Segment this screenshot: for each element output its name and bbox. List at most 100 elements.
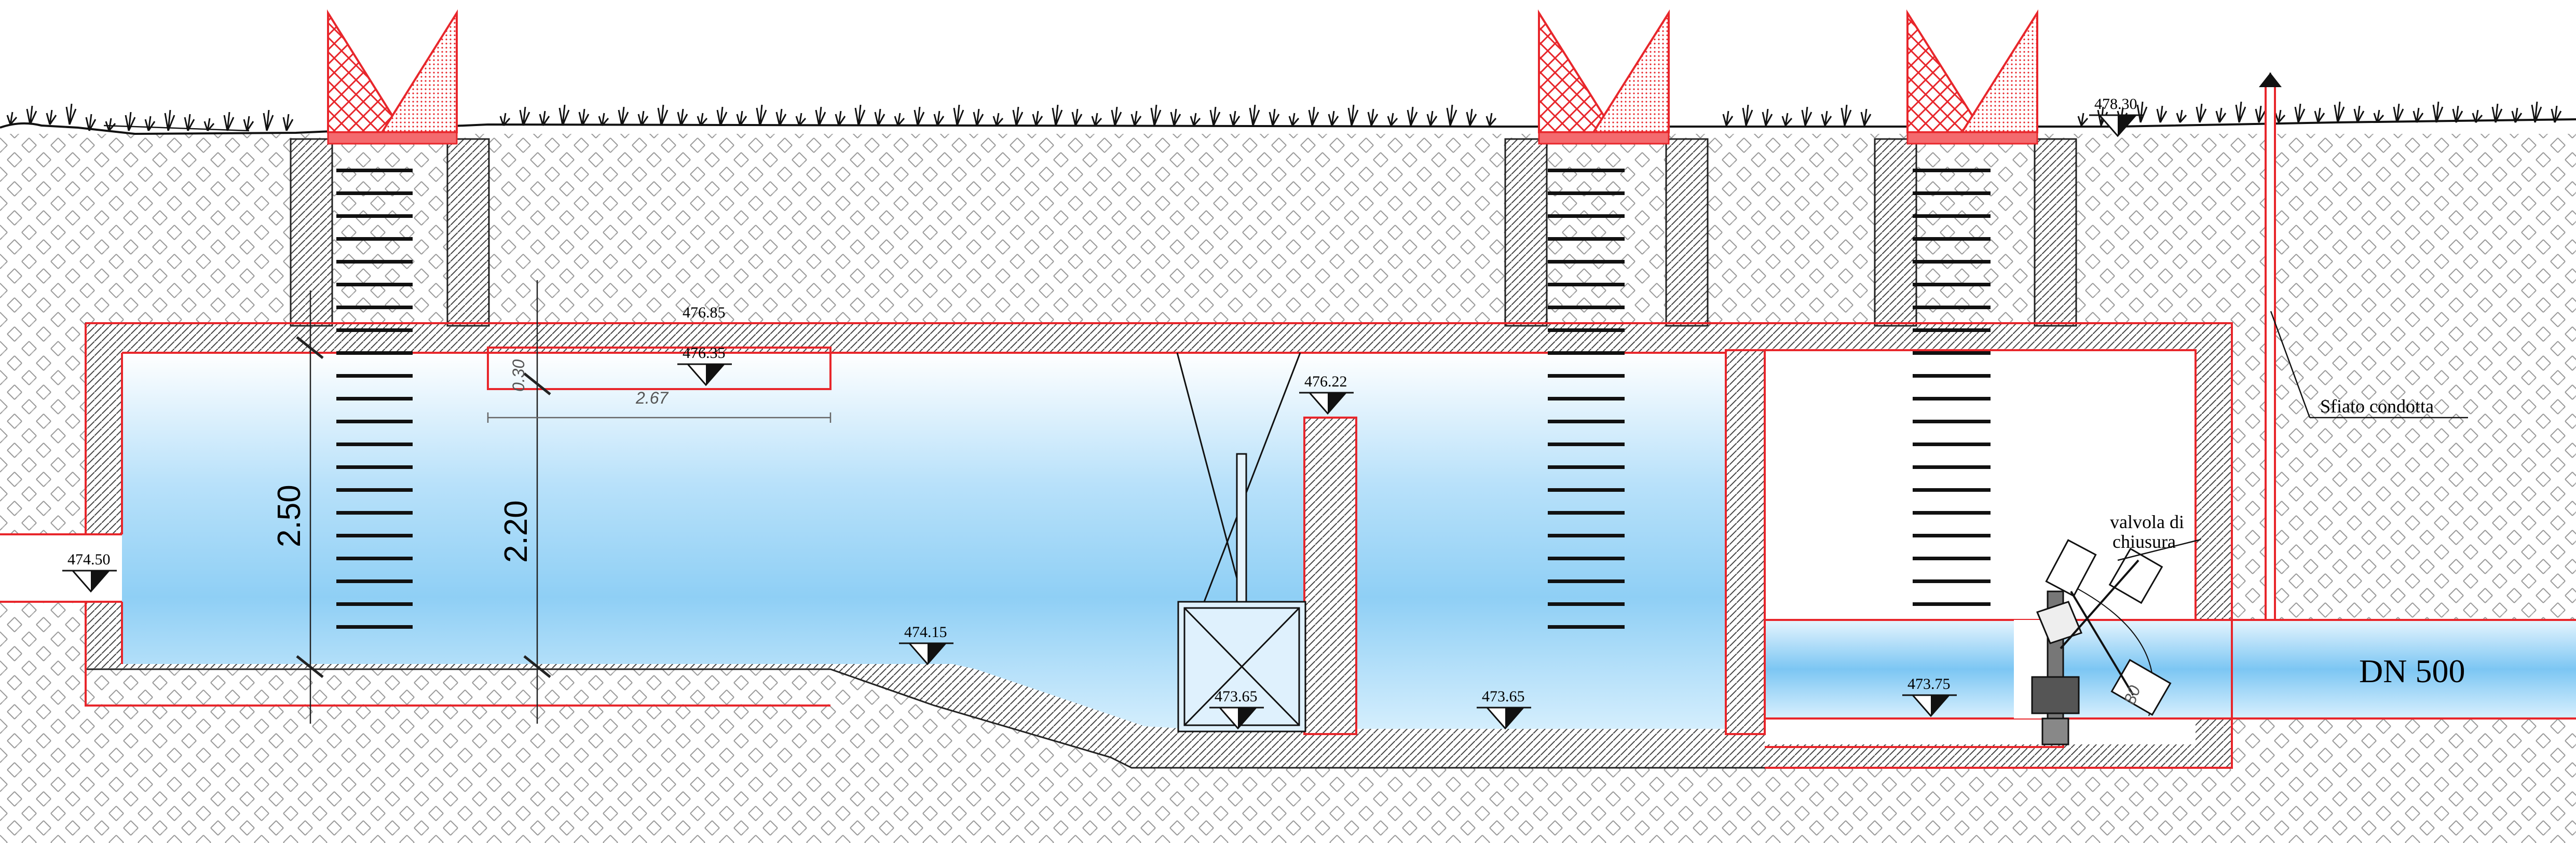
ladder-rung	[1548, 602, 1625, 606]
ladder-rung	[1913, 191, 1991, 195]
grass-tuft-icon	[1308, 106, 1319, 126]
grass-tuft-icon	[835, 110, 846, 126]
elev-sump-bottom: 473.65	[1215, 688, 1258, 705]
grass-tuft-icon	[1485, 113, 1497, 126]
grass-tuft-icon	[1742, 104, 1753, 126]
dim-length: 2.67	[635, 389, 669, 407]
ladder-rung	[1548, 169, 1625, 172]
triangle-elevation-icon	[1209, 707, 1264, 730]
ladder-rung	[1548, 306, 1625, 309]
ladder-rung	[336, 351, 413, 355]
grass-tuft-icon	[914, 106, 925, 126]
elev-inner-ceiling: 476.35	[683, 344, 726, 362]
grass-tuft-icon	[992, 113, 1004, 126]
grass-tuft-icon	[1170, 108, 1181, 126]
grass-tuft-icon	[144, 116, 156, 131]
ladder-rung	[1913, 328, 1991, 332]
ladder-rung	[336, 283, 413, 286]
valve-label-line2: chiusura	[2112, 531, 2176, 552]
grass-tuft-icon	[2334, 101, 2345, 123]
grass-tuft-icon	[1288, 113, 1300, 126]
grass-tuft-icon	[775, 108, 787, 126]
grass-tuft-icon	[2274, 109, 2286, 123]
grass-tuft-icon	[894, 113, 905, 126]
red-lattice-hatch-icon	[1538, 9, 1670, 145]
grass-tuft-icon	[1190, 113, 1201, 126]
ladder-rung	[1548, 328, 1625, 332]
grass-tuft-icon	[953, 104, 964, 126]
ladder-rungs-icon	[336, 169, 1991, 629]
grass-tuft-icon	[125, 112, 136, 131]
grass-tuft-icon	[2136, 101, 2148, 123]
ladder-rung	[336, 465, 413, 469]
grass-tuft-icon	[716, 106, 728, 126]
grass-tuft-icon	[1249, 104, 1260, 126]
ladder-rung	[1548, 374, 1625, 378]
ladder-rung	[1548, 465, 1625, 469]
ladder-rung	[1913, 397, 1991, 400]
grass-tuft-icon	[2353, 105, 2365, 123]
ladder-rung	[1548, 397, 1625, 400]
grass-tuft-icon	[2452, 105, 2463, 123]
ladder-rung	[336, 511, 413, 515]
grass-tuft-icon	[2531, 101, 2542, 123]
elev-weir-top: 476.22	[1304, 373, 1347, 390]
ladder-rung	[1548, 214, 1625, 218]
annotations: 478.30 476.85 476.35 476.22 474.50 474.1…	[67, 95, 2465, 707]
grass-tuft-icon	[637, 110, 649, 126]
grass-tuft-icon	[1841, 104, 1852, 126]
ladder-rung	[1913, 374, 1991, 378]
red-outlines	[0, 322, 2576, 769]
grass-tuft-icon	[2511, 107, 2523, 123]
weir-wall	[1303, 417, 1357, 735]
ladder-rung	[336, 625, 413, 629]
grass-tuft-icon	[539, 110, 550, 126]
grass-tuft-icon	[1722, 110, 1734, 126]
grass-tuft-icon	[6, 112, 18, 125]
ladder-rung	[1913, 169, 1991, 172]
ladder-rung	[336, 214, 413, 218]
grass-tuft-icon	[263, 109, 274, 131]
valve-label-line1: valvola di	[2110, 512, 2184, 532]
grass-tuft-icon	[578, 108, 590, 126]
grass-tuft-icon	[46, 109, 57, 125]
grass-tuft-icon	[2393, 103, 2404, 123]
grass-tuft-icon	[1781, 113, 1793, 126]
ladder-rung	[336, 397, 413, 400]
grass-tuft-icon	[558, 104, 570, 126]
triangle-elevation-icon	[1902, 694, 1957, 717]
grass-tuft-icon	[1387, 113, 1398, 126]
ladder-rung	[336, 579, 413, 583]
grass-tuft-icon	[973, 108, 984, 126]
grass-tuft-icon	[243, 116, 254, 131]
ground-surface	[0, 118, 2576, 135]
red-lattice-hatch-icon	[1906, 9, 2038, 145]
grass-tuft-icon	[618, 106, 629, 126]
ladder-rung	[1548, 283, 1625, 286]
pipe-label: DN 500	[2359, 653, 2465, 689]
vent-pipe	[2259, 73, 2282, 621]
ladder-rung	[336, 534, 413, 537]
red-lattice-hatch-icon	[327, 9, 458, 145]
grass-tuft-icon	[1328, 110, 1339, 126]
ladder-rung	[336, 420, 413, 423]
ladder-rung	[1548, 420, 1625, 423]
grass-tuft-icon	[1032, 110, 1043, 126]
grass-tuft-icon	[874, 108, 885, 126]
grass-tuft-icon	[1229, 110, 1241, 126]
ladder-rung	[336, 237, 413, 241]
grass-tuft-icon	[65, 103, 77, 125]
ladder-rung	[1548, 443, 1625, 446]
grass-tuft-icon	[105, 118, 116, 131]
ladder-rung	[1913, 488, 1991, 492]
grass-tuft-icon	[1150, 104, 1162, 126]
ladder-rung	[1913, 351, 1991, 355]
grass-tuft-icon	[223, 112, 235, 131]
triangle-elevation-icon	[1299, 392, 1354, 415]
ladder-rung	[336, 374, 413, 378]
grass-tuft-icon	[2413, 107, 2424, 123]
ladder-rung	[1548, 625, 1625, 629]
grass-tuft-icon	[2294, 103, 2306, 123]
grass-tuft-icon	[6, 101, 2562, 131]
